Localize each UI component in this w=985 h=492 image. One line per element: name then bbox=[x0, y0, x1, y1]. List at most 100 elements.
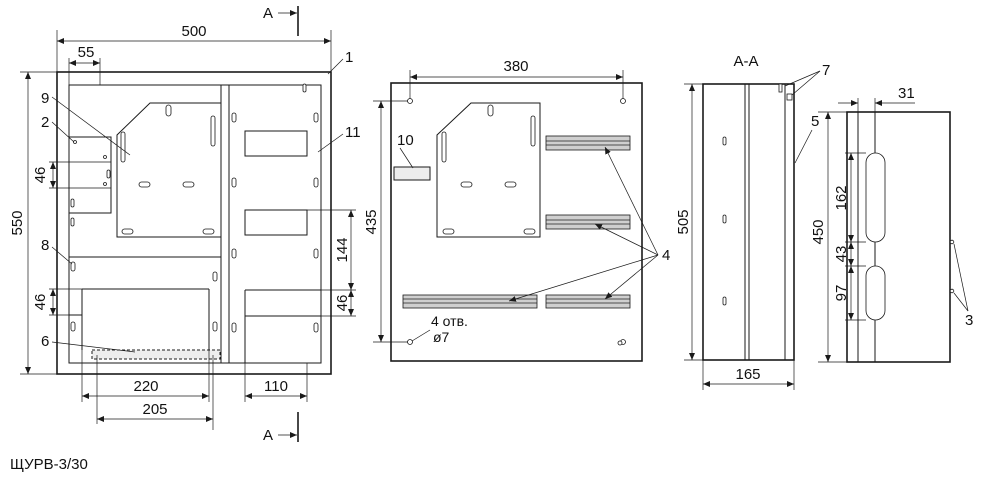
callout-6: 6 bbox=[41, 333, 49, 350]
door-slot-upper bbox=[865, 152, 886, 243]
front-slot bbox=[313, 112, 319, 123]
leader-8 bbox=[51, 246, 73, 265]
dim-31-label: 31 bbox=[898, 85, 915, 102]
mounting-hole bbox=[407, 339, 413, 345]
callout-2: 2 bbox=[41, 114, 49, 131]
leader-1 bbox=[327, 58, 344, 75]
section-letter-top: А bbox=[263, 5, 273, 22]
plate-slot bbox=[121, 228, 134, 235]
dim-500-label: 500 bbox=[181, 23, 206, 40]
callout-9: 9 bbox=[41, 90, 49, 107]
dim-205-label: 205 bbox=[142, 401, 167, 418]
dim-505-label: 505 bbox=[675, 209, 692, 234]
front-slot bbox=[231, 322, 237, 333]
front-slot bbox=[70, 321, 76, 332]
plate-slot bbox=[120, 131, 126, 163]
panel-bracket bbox=[393, 166, 431, 181]
plate-slot bbox=[487, 104, 494, 117]
front-outer-frame bbox=[56, 71, 332, 375]
dim-450-label: 450 bbox=[810, 219, 827, 244]
dim-380-label: 380 bbox=[503, 58, 528, 75]
bracket-hole bbox=[103, 155, 107, 159]
leader-9 bbox=[51, 96, 131, 156]
door-hinge bbox=[949, 288, 955, 294]
bracket-hole bbox=[103, 182, 107, 186]
din-rail bbox=[545, 294, 631, 309]
leader-7 bbox=[784, 70, 821, 87]
front-small-bracket bbox=[68, 136, 112, 214]
dim-97-label: 97 bbox=[833, 285, 850, 302]
plate-slot bbox=[441, 131, 447, 163]
leader-4 bbox=[594, 223, 659, 256]
door-view: 31 450 162 43 97 3 bbox=[810, 85, 973, 363]
panel-hole bbox=[617, 340, 623, 346]
plate-slot bbox=[504, 181, 517, 188]
dim-165-label: 165 bbox=[735, 366, 760, 383]
leader-holes bbox=[411, 329, 431, 342]
front-slot bbox=[231, 112, 237, 123]
panel-mounting-plate bbox=[436, 102, 541, 238]
front-slot bbox=[313, 322, 319, 333]
dim-220-label: 220 bbox=[133, 378, 158, 395]
section-hinge bbox=[786, 93, 793, 101]
door-outline bbox=[846, 111, 951, 363]
dim-550-label: 550 bbox=[9, 210, 26, 235]
plate-slot bbox=[530, 115, 536, 147]
plate-slot bbox=[165, 104, 172, 117]
panel-view: 380 435 10 4 4 отв. ø7 bbox=[363, 58, 670, 362]
front-slot bbox=[302, 83, 307, 93]
holes-label: 4 отв. bbox=[431, 313, 468, 329]
section-slot bbox=[722, 296, 727, 306]
callout-3: 3 bbox=[965, 312, 973, 329]
door-slot-lower bbox=[865, 265, 886, 321]
bracket-slot bbox=[70, 217, 75, 227]
plate-slot bbox=[523, 228, 536, 235]
dim-46-upper-label: 46 bbox=[32, 167, 49, 184]
callout-10: 10 bbox=[397, 132, 414, 149]
dim-46-right-label: 46 bbox=[334, 295, 351, 312]
dim-46-lower-label: 46 bbox=[32, 294, 49, 311]
section-slot bbox=[722, 136, 727, 146]
din-rail bbox=[402, 294, 538, 309]
leader-10 bbox=[399, 147, 414, 169]
leader-4 bbox=[604, 254, 659, 300]
front-slot bbox=[212, 321, 218, 332]
front-view: 500 55 550 46 46 144 46 220 205 bbox=[9, 5, 361, 444]
front-mounting-plate bbox=[116, 102, 222, 238]
dim-144-label: 144 bbox=[334, 237, 351, 262]
section-letter-bottom: А bbox=[263, 427, 273, 444]
front-window bbox=[244, 209, 308, 236]
leader-6 bbox=[51, 341, 136, 353]
front-slot bbox=[70, 261, 76, 272]
front-slot bbox=[313, 177, 319, 188]
front-inner-frame bbox=[68, 84, 322, 364]
section-slot bbox=[722, 214, 727, 224]
section-view: А-А 505 165 7 5 bbox=[675, 53, 830, 390]
mounting-hole bbox=[620, 98, 626, 104]
front-slot bbox=[231, 248, 237, 259]
plate-slot bbox=[460, 181, 473, 188]
front-slot bbox=[313, 248, 319, 259]
plate-slot bbox=[202, 228, 215, 235]
leader-3 bbox=[953, 243, 969, 312]
callout-8: 8 bbox=[41, 237, 49, 254]
model-title: ЩУРВ-3/30 bbox=[10, 456, 88, 473]
front-window bbox=[244, 130, 308, 157]
dim-110-label: 110 bbox=[264, 378, 288, 395]
plate-slot bbox=[138, 181, 151, 188]
leader-7 bbox=[791, 70, 821, 96]
din-rail bbox=[545, 135, 631, 151]
leader-4 bbox=[604, 146, 659, 256]
plate-slot bbox=[442, 228, 455, 235]
section-hinge bbox=[778, 83, 783, 93]
din-rail bbox=[545, 214, 631, 230]
callout-4: 4 bbox=[662, 247, 670, 264]
plate-slot bbox=[210, 115, 216, 147]
bracket-slot bbox=[106, 169, 111, 179]
callout-5: 5 bbox=[811, 113, 819, 130]
bracket-slot bbox=[70, 198, 75, 208]
leader-11 bbox=[317, 133, 344, 153]
front-slot bbox=[231, 177, 237, 188]
leader-3 bbox=[953, 292, 969, 312]
